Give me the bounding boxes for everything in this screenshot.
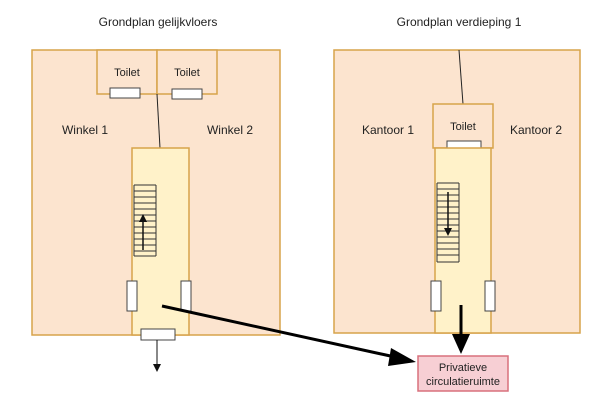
callout-box	[417, 355, 509, 392]
first-office-right-label: Kantoor 2	[510, 123, 562, 137]
ground-shop-right-label: Winkel 2	[207, 123, 253, 137]
callout-line1: Privatieve	[439, 362, 487, 374]
first-office-left-label: Kantoor 1	[362, 123, 414, 137]
first-dividing-wall	[458, 49, 464, 105]
first-circulation-door-left	[430, 280, 442, 312]
ground-circulation-zone	[131, 147, 190, 336]
pointer-arrow-from-ground	[161, 304, 416, 366]
ground-floor-title: Grondplan gelijkvloers	[99, 15, 218, 29]
ground-toilet-left-room	[96, 49, 158, 95]
first-circulation-door-right	[484, 280, 496, 312]
ground-toilet-left-door	[109, 87, 141, 99]
ground-circulation-door-right	[180, 280, 192, 312]
callout-line2: circulatieruimte	[426, 376, 500, 388]
first-circulation-zone	[434, 147, 492, 334]
ground-shop-left-label: Winkel 1	[62, 123, 108, 137]
ground-toilet-right-label: Toilet	[174, 67, 200, 79]
ground-entrance-door	[140, 328, 176, 341]
ground-circulation-door-left	[126, 280, 138, 312]
ground-toilet-right-door	[171, 88, 203, 100]
first-toilet-label: Toilet	[450, 121, 476, 133]
ground-toilet-left-label: Toilet	[114, 67, 140, 79]
first-floor-title: Grondplan verdieping 1	[397, 15, 522, 29]
ground-dividing-wall	[156, 93, 161, 149]
ground-staircase	[133, 184, 157, 257]
pointer-arrow-from-first	[452, 305, 470, 354]
